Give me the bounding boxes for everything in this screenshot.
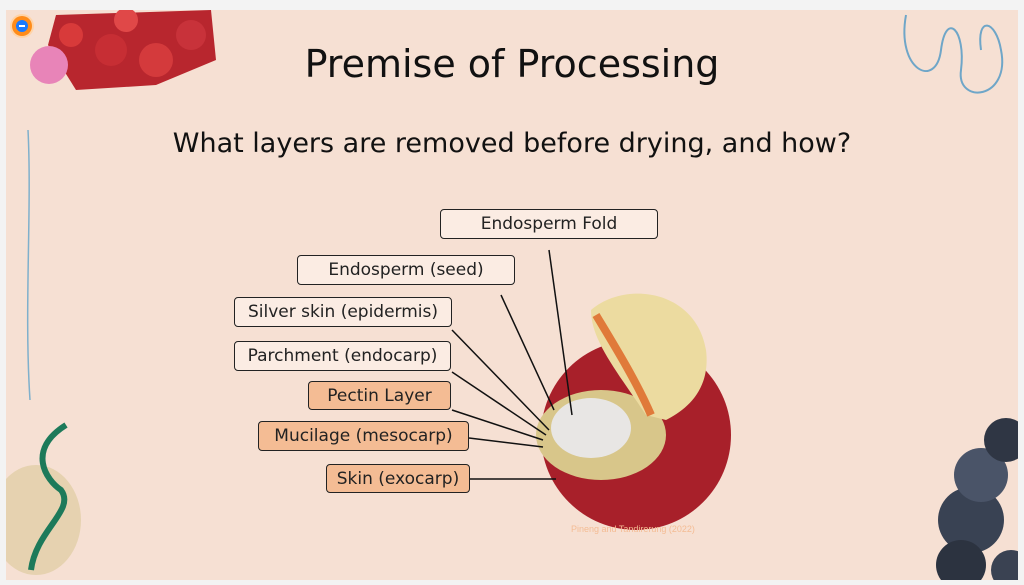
blue-line <box>26 129 31 401</box>
label-pectin-layer: Pectin Layer <box>308 381 451 410</box>
blueberries-photo <box>936 418 1018 580</box>
label-parchment: Parchment (endocarp) <box>234 341 451 371</box>
label-mucilage: Mucilage (mesocarp) <box>258 421 469 451</box>
slide: Premise of Processing What layers are re… <box>6 10 1018 580</box>
slide-subtitle: What layers are removed before drying, a… <box>172 128 852 159</box>
grains-photo <box>6 465 81 575</box>
decorations <box>6 10 1018 580</box>
label-endosperm-fold: Endosperm Fold <box>440 209 658 239</box>
slide-title: Premise of Processing <box>304 42 720 86</box>
blue-scribble <box>903 14 1004 94</box>
coffee-cherries-photo <box>48 10 216 90</box>
app-badge-icon[interactable] <box>12 16 32 36</box>
coffee-cherry-cross-section-image <box>536 293 731 530</box>
green-scribble <box>28 422 68 571</box>
pink-dot <box>30 46 68 84</box>
label-skin: Skin (exocarp) <box>326 464 470 493</box>
label-endosperm-seed: Endosperm (seed) <box>297 255 515 285</box>
leader-lines <box>451 249 573 480</box>
image-credit: Pineng and Tandirerung (2022) <box>571 524 695 534</box>
label-silver-skin: Silver skin (epidermis) <box>234 297 452 327</box>
